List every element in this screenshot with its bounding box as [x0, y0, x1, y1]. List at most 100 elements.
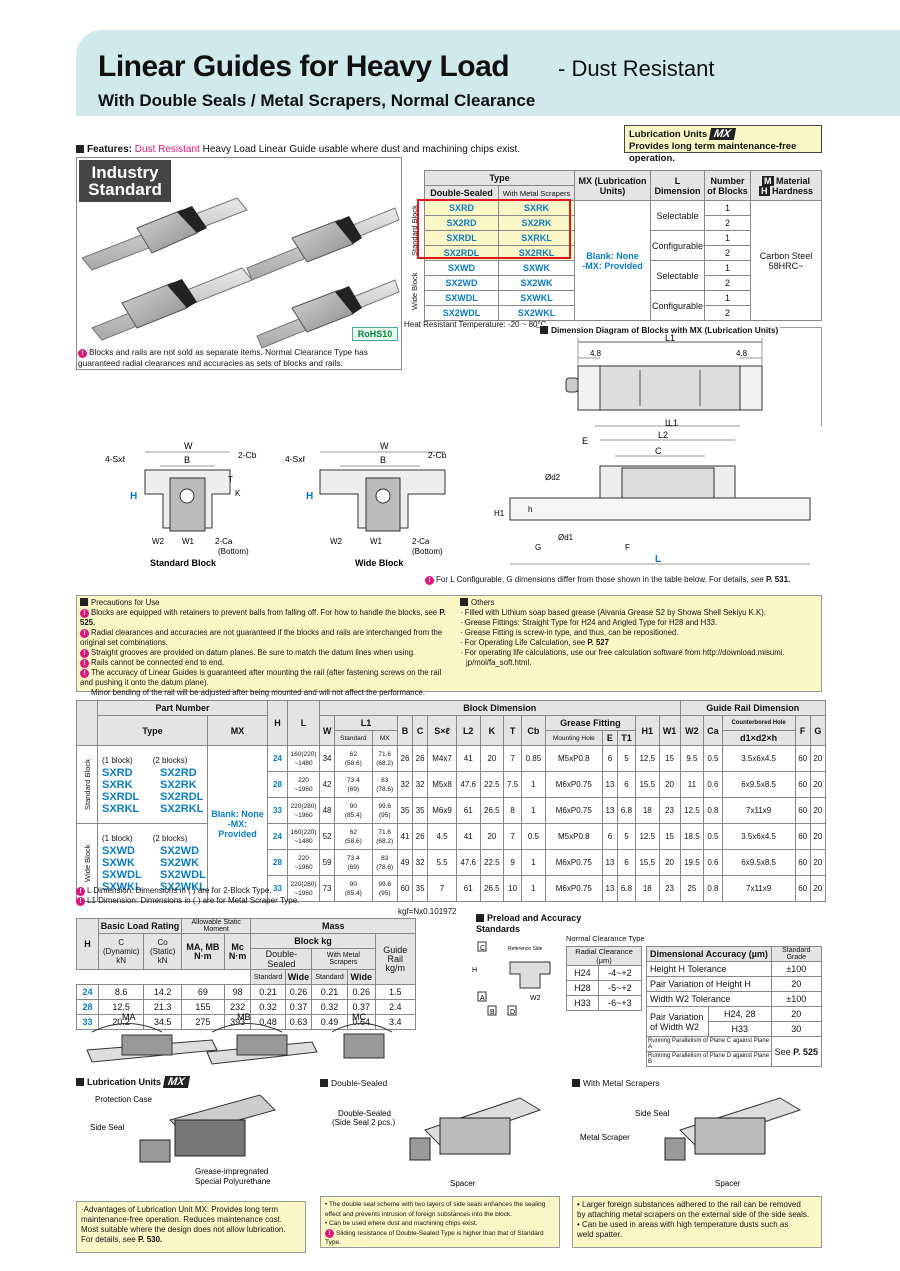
svg-text:H: H — [130, 491, 137, 502]
svg-text:H1: H1 — [494, 509, 505, 518]
highlight-box-standard — [417, 199, 571, 259]
svg-text:4-Sxℓ: 4-Sxℓ — [105, 454, 125, 464]
svg-text:A: A — [480, 995, 485, 1002]
svg-text:B: B — [380, 455, 386, 465]
page-title: Linear Guides for Heavy Load — [98, 50, 510, 83]
mx-48-left: 4.8 — [590, 349, 602, 358]
dimensional-accuracy-table: Dimensional Accuracy (µm)Standard Grade … — [646, 946, 823, 1067]
lubrication-units-text: Provides long term maintenance-free oper… — [629, 141, 797, 164]
svg-text:Side Seal: Side Seal — [90, 1123, 124, 1132]
photo-note: !Blocks and rails are not sold as separa… — [78, 347, 368, 368]
svg-text:MC: MC — [352, 1012, 366, 1022]
accuracy-row: Width W2 Tolerance±100 — [646, 991, 823, 1007]
svg-text:L1: L1 — [668, 418, 678, 428]
page-tagline: With Double Seals / Metal Scrapers, Norm… — [98, 91, 536, 110]
industry-standard-badge: Industry Standard — [79, 160, 171, 202]
clearance-row: H33-6~+3 — [566, 995, 643, 1011]
type-table: Type MX (Lubrication Units) L Dimension … — [404, 170, 822, 321]
svg-text:W1: W1 — [182, 537, 195, 546]
svg-text:W1: W1 — [370, 537, 383, 546]
svg-text:(Bottom): (Bottom) — [412, 547, 443, 556]
svg-text:W: W — [380, 441, 389, 451]
svg-text:2-Cb: 2-Cb — [238, 450, 257, 460]
svg-text:MA: MA — [122, 1012, 136, 1022]
load-rating-table: H Basic Load Rating Allowable Static Mom… — [76, 918, 417, 1030]
svg-text:Ød1: Ød1 — [558, 533, 574, 542]
double-sealed-title: Double-Sealed — [320, 1078, 387, 1088]
bottom-exploded-diagrams: Protection Case Side Seal Grease-impregn… — [90, 1094, 802, 1188]
others: Others · Filled with Lithium soap based … — [460, 598, 785, 667]
kgf-note: kgf=Nx0.101972 — [398, 907, 457, 916]
mx-48-right: 4.8 — [736, 349, 748, 358]
svg-text:Special Polyurethane: Special Polyurethane — [195, 1177, 271, 1186]
svg-text:Side Seal: Side Seal — [635, 1109, 669, 1118]
svg-text:(Side Seal 2 pcs.): (Side Seal 2 pcs.) — [332, 1118, 395, 1127]
svg-text:E: E — [582, 436, 588, 446]
svg-text:W2: W2 — [152, 537, 165, 546]
svg-text:F: F — [625, 543, 630, 552]
precautions: Precautions for Use !Blocks are equipped… — [80, 598, 446, 697]
mx-logo: MX — [708, 128, 736, 140]
svg-text:T: T — [228, 475, 233, 484]
clearance-row: H28-5~+2 — [566, 980, 643, 996]
svg-text:C: C — [480, 945, 485, 952]
main-table-notes: !L Dimension: Dimensions in ( ) are for … — [76, 886, 299, 906]
rohs-badge: RoHS10 — [352, 327, 398, 341]
svg-text:Grease-impregnated: Grease-impregnated — [195, 1167, 268, 1176]
page-subtitle: - Dust Resistant — [558, 56, 715, 81]
l-dimension-note: !For L Configurable, G dimensions differ… — [425, 575, 790, 585]
svg-text:2-Cb: 2-Cb — [428, 450, 447, 460]
svg-text:Metal Scraper: Metal Scraper — [580, 1133, 630, 1142]
svg-text:L: L — [655, 554, 661, 565]
svg-text:Wide Block: Wide Block — [355, 558, 404, 568]
double-sealed-note: • The double seal scheme with two layers… — [320, 1196, 560, 1248]
features-line: Features: Dust Resistant Heavy Load Line… — [76, 144, 520, 155]
svg-text:2-Ca: 2-Ca — [412, 537, 430, 546]
preload-title: Preload and Accuracy Standards — [476, 913, 582, 934]
clearance-row: H24-4~+2 — [566, 965, 643, 981]
svg-text:Ød2: Ød2 — [545, 473, 561, 482]
moment-diagrams: MA MB MC — [86, 1012, 393, 1065]
mx-dimension-title: Dimension Diagram of Blocks with MX (Lub… — [540, 325, 781, 335]
svg-text:2-Ca: 2-Ca — [215, 537, 233, 546]
svg-text:Reference Side: Reference Side — [508, 946, 543, 952]
svg-text:Standard Block: Standard Block — [150, 558, 217, 568]
svg-text:(Bottom): (Bottom) — [218, 547, 249, 556]
svg-text:MB: MB — [237, 1012, 251, 1022]
svg-text:W2: W2 — [530, 995, 541, 1002]
mx-l1-label: L1 — [665, 334, 675, 343]
svg-text:H: H — [306, 491, 313, 502]
mx-dimension-diagram: L1 4.8 4.8 — [565, 334, 763, 411]
svg-text:Spacer: Spacer — [450, 1179, 476, 1188]
svg-text:W: W — [184, 441, 193, 451]
svg-text:C: C — [655, 446, 662, 456]
lub-units-title: Lubrication Units MX — [76, 1076, 190, 1088]
svg-text:Spacer: Spacer — [715, 1179, 741, 1188]
svg-text:L2: L2 — [658, 430, 668, 440]
heat-note: Heat Resistant Temperature: -20 ~ 80°C — [404, 320, 547, 329]
svg-text:Double-Sealed: Double-Sealed — [338, 1109, 391, 1118]
metal-scrapers-title: With Metal Scrapers — [572, 1078, 660, 1088]
cross-section-diagrams: W B 4-Sxℓ 2-Cb H K T W2 W1 2-Ca (Bottom)… — [105, 441, 447, 568]
svg-text:h: h — [528, 505, 532, 514]
preload-sub: Normal Clearance Type — [566, 934, 645, 943]
svg-text:L: L — [665, 418, 670, 428]
main-dimension-table: Part Number H L Block Dimension Guide Ra… — [76, 700, 827, 902]
lubrication-units-box: Lubrication Units MX Provides long term … — [624, 125, 822, 164]
svg-text:D: D — [510, 1009, 515, 1016]
svg-text:Protection Case: Protection Case — [95, 1095, 152, 1104]
svg-text:4-Sxℓ: 4-Sxℓ — [285, 454, 305, 464]
svg-text:B: B — [184, 455, 190, 465]
